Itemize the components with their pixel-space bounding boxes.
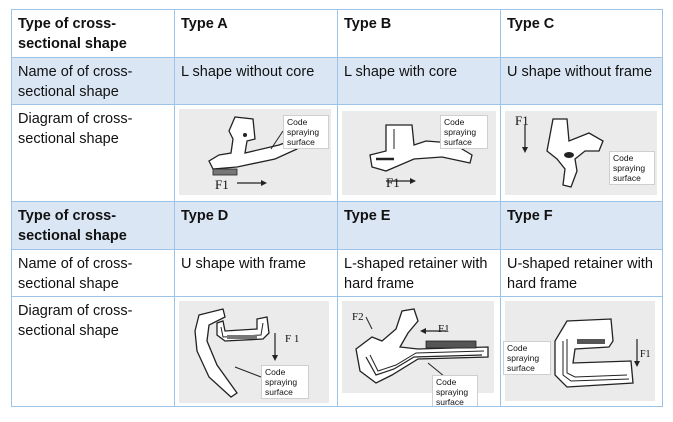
type-b-shape xyxy=(369,124,473,184)
header-row-bottom: Type of cross-sectional shape Type D Typ… xyxy=(11,201,663,250)
type-c-f1-label: F1 xyxy=(515,113,529,128)
type-c-spray-label: Code spraying surface xyxy=(609,151,655,185)
type-b-diagram: Code spraying surface F1 xyxy=(342,111,496,195)
type-e-shape xyxy=(355,308,489,384)
type-e-f2-label: F2 xyxy=(352,311,364,323)
type-e-diagram-cell: F2 F1 Code spraying surface xyxy=(337,296,501,407)
type-b-f1-label: F1 xyxy=(386,175,400,190)
type-d-diagram: F 1 Code spraying surface xyxy=(179,301,329,403)
row-label-shape-type-bottom: Type of cross-sectional shape xyxy=(11,201,175,250)
type-d-f1-label: F 1 xyxy=(285,333,300,345)
type-d-spray-label: Code spraying surface xyxy=(261,365,309,399)
type-f-shape xyxy=(554,318,640,388)
type-a-spray-label: Code spraying surface xyxy=(283,115,329,149)
name-row-top: Name of of cross-sectional shape L shape… xyxy=(11,57,663,105)
type-f-header: Type F xyxy=(500,201,663,250)
type-c-diagram-cell: F1 Code spraying surface xyxy=(500,104,663,202)
type-a-shape xyxy=(208,116,303,186)
row-label-shape-type: Type of cross-sectional shape xyxy=(11,9,175,58)
type-a-f1-label: F1 xyxy=(215,177,229,192)
type-a-diagram-cell: Code spraying surface F1 xyxy=(174,104,338,202)
type-f-diagram-cell: F1 Code spraying surface xyxy=(500,296,663,407)
row-label-diagram-bottom: Diagram of cross-sectional shape xyxy=(11,296,175,407)
diagram-row-bottom: Diagram of cross-sectional shape F 1 Cod… xyxy=(11,296,663,407)
type-e-header: Type E xyxy=(337,201,501,250)
type-a-diagram: Code spraying surface F1 xyxy=(179,109,331,195)
type-e-name: L-shaped retainer with hard frame xyxy=(337,249,501,297)
type-f-name: U-shaped retainer with hard frame xyxy=(500,249,663,297)
row-label-name-bottom: Name of of cross-sectional shape xyxy=(11,249,175,297)
type-a-header: Type A xyxy=(174,9,338,58)
type-a-name: L shape without core xyxy=(174,57,338,105)
type-e-spray-label: Code spraying surface xyxy=(432,375,478,406)
name-row-bottom: Name of of cross-sectional shape U shape… xyxy=(11,249,663,297)
row-label-diagram: Diagram of cross-sectional shape xyxy=(11,104,175,202)
type-b-spray-label: Code spraying surface xyxy=(440,115,488,149)
type-d-header: Type D xyxy=(174,201,338,250)
type-c-name: U shape without frame xyxy=(500,57,663,105)
type-c-diagram: F1 Code spraying surface xyxy=(505,111,657,195)
type-b-header: Type B xyxy=(337,9,501,58)
row-label-name: Name of of cross-sectional shape xyxy=(11,57,175,105)
type-f-f1-label: F1 xyxy=(640,349,651,360)
type-f-diagram: F1 Code spraying surface xyxy=(503,301,655,401)
cross-section-table: Type of cross-sectional shape Type A Typ… xyxy=(11,9,663,407)
type-f-spray-label: Code spraying surface xyxy=(503,341,551,375)
type-e-f1-label: F1 xyxy=(438,323,450,335)
type-b-diagram-cell: Code spraying surface F1 xyxy=(337,104,501,202)
type-d-shape xyxy=(194,308,278,398)
type-b-name: L shape with core xyxy=(337,57,501,105)
header-row-top: Type of cross-sectional shape Type A Typ… xyxy=(11,9,663,58)
type-c-shape xyxy=(522,118,604,188)
type-c-header: Type C xyxy=(500,9,663,58)
type-d-name: U shape with frame xyxy=(174,249,338,297)
diagram-row-top: Diagram of cross-sectional shape Code sp… xyxy=(11,104,663,202)
type-d-diagram-cell: F 1 Code spraying surface xyxy=(174,296,338,407)
